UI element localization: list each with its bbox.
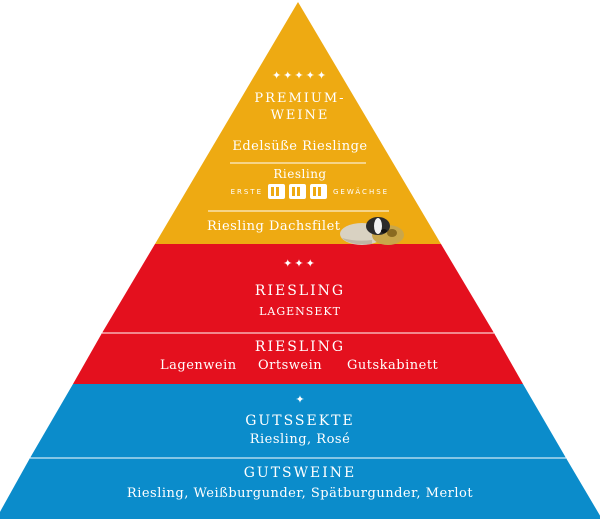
- lagensekt-subtitle: LAGENSEKT: [259, 305, 341, 318]
- premium-band: [155, 2, 441, 244]
- premium-title-line2: WEINE: [270, 108, 330, 123]
- premium-level-dachsfilet: Riesling Dachsfilet: [207, 219, 341, 234]
- premium-level-riesling: Riesling: [273, 167, 327, 181]
- gewaechse-label: GEWÄCHSE: [333, 188, 390, 196]
- gutssekte-band: [30, 384, 566, 458]
- gutsweine-title: GUTSWEINE: [243, 465, 357, 481]
- premium-title-line1: PREMIUM-: [254, 91, 346, 106]
- badger-icon: [340, 217, 404, 245]
- gutssekte-subtitle: Riesling, Rosé: [249, 432, 351, 447]
- lage-title: RIESLING: [254, 339, 346, 355]
- gutsweine-band: [0, 458, 600, 519]
- lagensekt-band: [102, 244, 494, 333]
- lage-item-gutskabinett: Gutskabinett: [347, 358, 439, 373]
- lagensekt-stars: ✦✦✦: [283, 257, 317, 270]
- gutssekte-title: GUTSSEKTE: [245, 413, 355, 429]
- lage-band: [73, 333, 523, 384]
- lage-item-lagenwein: Lagenwein: [160, 358, 237, 373]
- erste-label: ERSTE: [230, 188, 263, 196]
- lagensekt-title: RIESLING: [254, 283, 346, 299]
- premium-level-edelsuesse: Edelsüße Rieslinge: [232, 139, 368, 154]
- gutssekte-stars: ✦: [295, 393, 305, 406]
- premium-stars: ✦✦✦✦✦: [271, 69, 329, 82]
- gutsweine-subtitle: Riesling, Weißburgunder, Spätburgunder, …: [126, 486, 474, 501]
- lage-item-ortswein: Ortswein: [258, 358, 323, 373]
- erste-gewaechse-logo: [268, 184, 327, 199]
